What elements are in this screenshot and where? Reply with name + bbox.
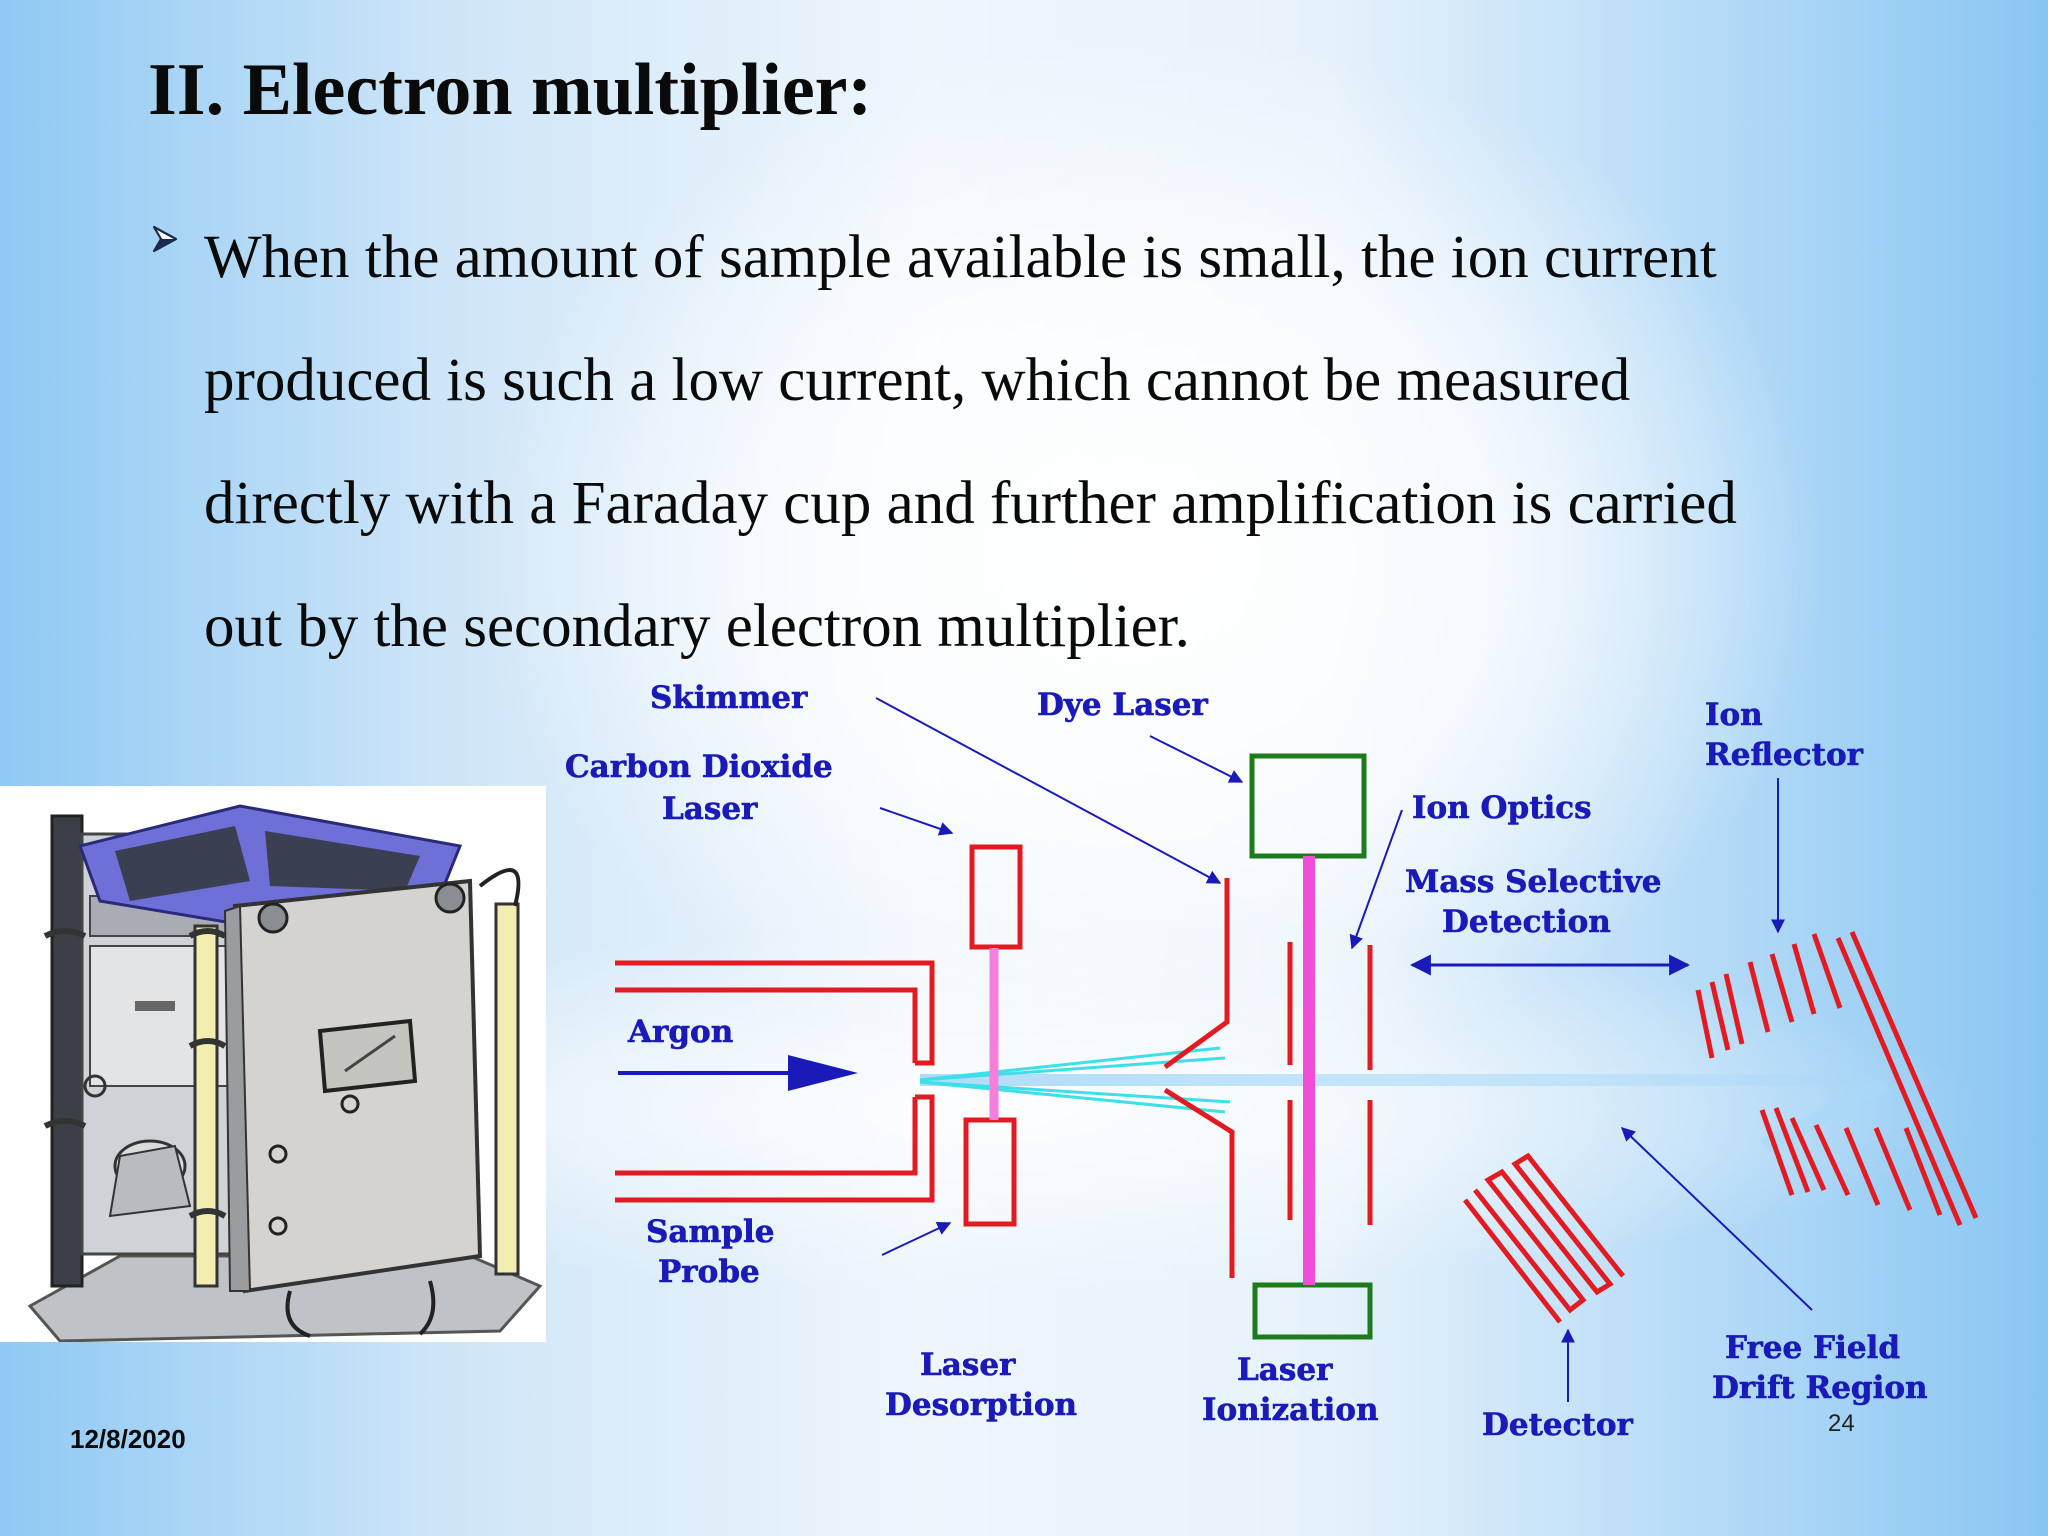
dye-laser-bottom-box: [1252, 1282, 1373, 1340]
label-ion-optics: Ion Optics: [1412, 790, 1592, 826]
label-sample-probe: Sample: [646, 1214, 774, 1250]
slide-title: II. Electron multiplier:: [148, 49, 873, 131]
co2-laser-upper: [969, 844, 1023, 950]
reflected-beam: [1760, 1078, 1890, 1152]
label-laser-desorption: Desorption: [885, 1387, 1077, 1423]
label-mass-selective: Mass Selective: [1405, 864, 1661, 900]
dye-laser-box: [1249, 753, 1367, 859]
label-free-field: Free Field: [1725, 1330, 1900, 1366]
bullet-line: produced is such a low current, which ca…: [204, 347, 1631, 414]
label-mass-selective: Detection: [1442, 904, 1611, 940]
page-number: 24: [1828, 1410, 1855, 1437]
bullet-line: directly with a Faraday cup and further …: [204, 470, 1737, 537]
label-argon: Argon: [627, 1014, 733, 1050]
label-co2-laser: Carbon Dioxide: [565, 749, 833, 785]
ion-reflector: [1695, 931, 1979, 1226]
arrow-bullet-icon: [152, 225, 178, 253]
label-dye-laser: Dye Laser: [1037, 687, 1208, 723]
label-detector: Detector: [1482, 1407, 1634, 1443]
bullet-line: out by the secondary electron multiplier…: [204, 593, 1190, 660]
skimmer-lower: [1163, 1087, 1235, 1278]
mass-spectrometer-diagram: Skimmer Dye Laser Ion Reflector Carbon D…: [565, 680, 1979, 1443]
bullet-line: When the amount of sample available is s…: [204, 224, 1717, 291]
ion-optics-plates: [1287, 942, 1373, 1225]
pointer-arrows: [875, 697, 1813, 1402]
label-co2-laser: Laser: [662, 791, 758, 827]
detector-stack: [1463, 1152, 1625, 1324]
label-laser-ionization: Laser: [1237, 1352, 1333, 1388]
skimmer-upper: [1163, 878, 1230, 1070]
label-ion-reflector: Ion: [1705, 697, 1763, 733]
electron-multiplier-photo: [0, 786, 546, 1342]
co2-laser-lower: [963, 1117, 1017, 1227]
label-free-field: Drift Region: [1712, 1370, 1928, 1406]
label-ion-reflector: Reflector: [1705, 737, 1864, 773]
label-laser-ionization: Ionization: [1202, 1392, 1379, 1428]
ion-beam: [920, 1074, 1880, 1086]
argon-inlet: [615, 960, 935, 1203]
label-skimmer: Skimmer: [650, 680, 808, 716]
label-laser-desorption: Laser: [920, 1347, 1016, 1383]
bullet-paragraph: When the amount of sample available is s…: [204, 196, 1994, 688]
footer-date: 12/8/2020: [70, 1424, 186, 1454]
label-sample-probe: Probe: [658, 1254, 760, 1290]
